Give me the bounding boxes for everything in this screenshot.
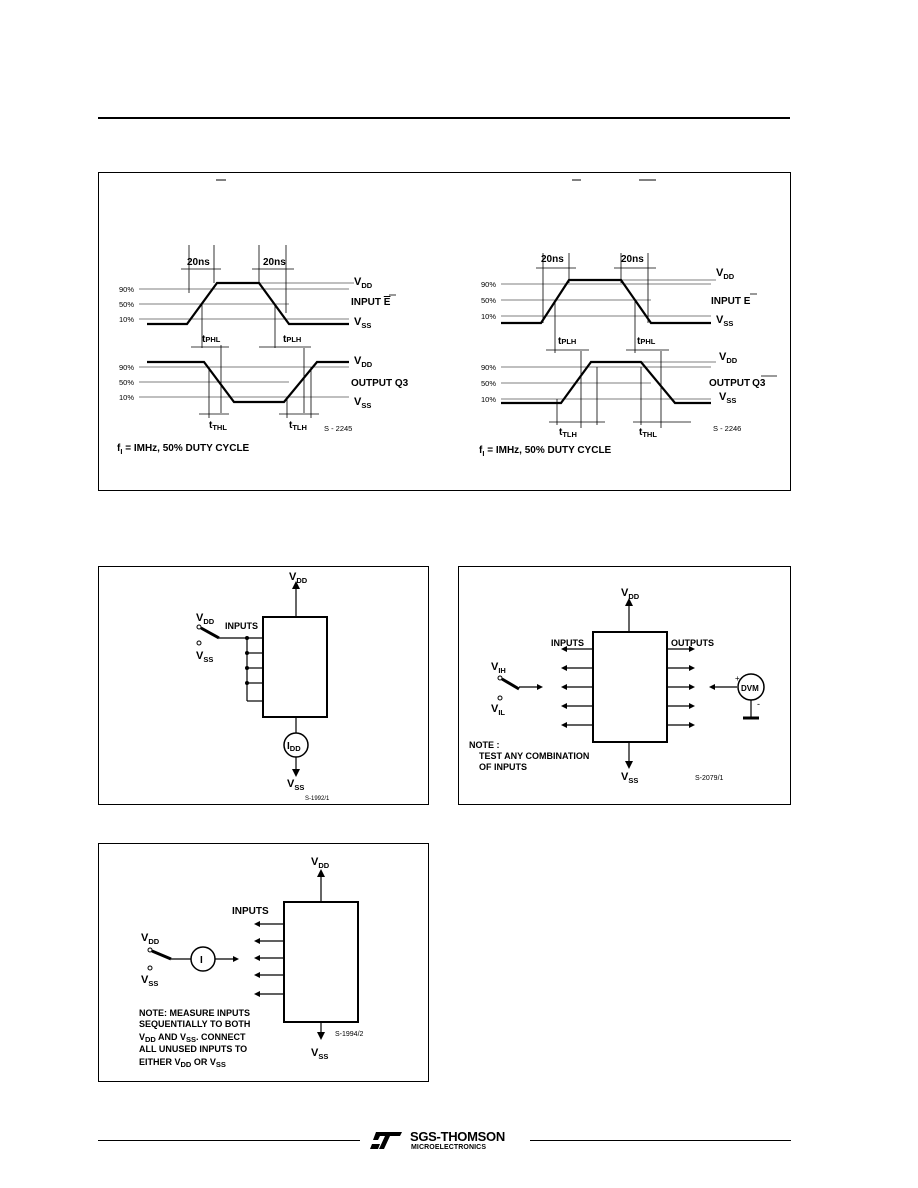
idd-circuit-panel: VDD VDD VSS INPUTS IDD VSS S-1992/1 (98, 566, 429, 805)
right-tthl: tTHL (639, 427, 657, 439)
footer-rule-right (530, 1140, 791, 1141)
right-vdd-top: VDD (716, 267, 735, 281)
right-vss-top: VSS (716, 314, 733, 328)
iin-sw-vdd: VDD (141, 932, 160, 946)
brand-subtitle: MICROELECTRONICS (411, 1144, 487, 1151)
right-vss-bot: VSS (719, 391, 736, 405)
left-out-10: 10% (119, 393, 134, 402)
iin-note-3: VDD AND VSS. CONNECT (139, 1032, 246, 1044)
vil-label: VIL (491, 703, 505, 717)
vih-circuit: VDD INPUTS OUTPUTS VIH VIL DVM + - VSS N… (469, 587, 765, 785)
iin-meter: I (200, 955, 203, 966)
left-in-10: 10% (119, 315, 134, 324)
left-tthl: tTHL (209, 420, 227, 432)
iin-circuit: VDD INPUTS VDD VSS I VSS S-1994/2 NOTE: … (139, 856, 364, 1069)
idd-meter: IDD (287, 741, 301, 753)
vih-note-2: TEST ANY COMBINATION (479, 751, 589, 761)
right-20ns-rise: 20ns (541, 254, 564, 265)
iin-meter-icon (190, 946, 216, 972)
left-20ns-rise: 20ns (187, 257, 210, 268)
iin-vss: VSS (311, 1047, 328, 1061)
vih-inputs-label: INPUTS (551, 638, 584, 648)
left-input-label: INPUT E (351, 297, 391, 308)
right-waveform: 20ns 20ns 90% 50% 10% VDD INPUT E VSS tP… (479, 253, 777, 458)
iin-code: S-1994/2 (335, 1031, 364, 1038)
left-code: S - 2245 (324, 424, 352, 433)
right-in-10: 10% (481, 312, 496, 321)
right-freq: fI = IMHz, 50% DUTY CYCLE (479, 445, 612, 458)
vih-code: S-2079/1 (695, 775, 724, 782)
left-output-label: OUTPUT Q3 (351, 378, 409, 389)
vih-outputs-label: OUTPUTS (671, 638, 714, 648)
right-code: S - 2246 (713, 424, 741, 433)
left-vdd-bot: VDD (354, 355, 373, 369)
brand-name: SGS-THOMSON (410, 1129, 505, 1144)
iin-note-5: EITHER VDD OR VSS (139, 1057, 226, 1069)
idd-sw-vss: VSS (196, 650, 213, 664)
st-logo (370, 1130, 404, 1150)
idd-inputs-label: INPUTS (225, 621, 258, 631)
right-tplh: tPLH (558, 336, 576, 347)
vih-circuit-panel: VDD INPUTS OUTPUTS VIH VIL DVM + - VSS N… (458, 566, 791, 805)
left-vss-bot: VSS (354, 396, 371, 410)
left-waveform: 20ns 20ns 90% 50% 10% VDD INPUT E VSS tP… (117, 245, 409, 456)
dvm-minus: - (757, 699, 760, 709)
waveform-panel: 20ns 20ns 90% 50% 10% VDD INPUT E VSS tP… (98, 172, 791, 491)
right-vdd-bot: VDD (719, 351, 738, 365)
idd-sw-vdd: VDD (196, 612, 215, 626)
left-in-50: 50% (119, 300, 134, 309)
right-out-50: 50% (481, 379, 496, 388)
right-out-10: 10% (481, 395, 496, 404)
left-vss-top: VSS (354, 316, 371, 330)
left-tphl: tPHL (202, 334, 221, 345)
right-20ns-fall: 20ns (621, 254, 644, 265)
iin-circuit-panel: VDD INPUTS VDD VSS I VSS S-1994/2 NOTE: … (98, 843, 429, 1082)
vih-label: VIH (491, 661, 506, 675)
iin-note-1: NOTE: MEASURE INPUTS (139, 1008, 250, 1018)
right-ttlh: tTLH (559, 427, 577, 439)
left-out-90: 90% (119, 363, 134, 372)
right-input-label: INPUT E (711, 296, 751, 307)
idd-vss: VSS (287, 778, 304, 792)
right-out-90: 90% (481, 363, 496, 372)
right-in-90: 90% (481, 280, 496, 289)
iin-note-4: ALL UNUSED INPUTS TO (139, 1044, 247, 1054)
left-20ns-fall: 20ns (263, 257, 286, 268)
left-freq: fI = IMHz, 50% DUTY CYCLE (117, 443, 250, 456)
left-ttlh: tTLH (289, 420, 307, 432)
left-in-90: 90% (119, 285, 134, 294)
dvm-plus: + (735, 674, 740, 683)
idd-circuit: VDD VDD VSS INPUTS IDD VSS S-1992/1 (196, 571, 330, 802)
left-vdd-top: VDD (354, 276, 373, 290)
header-rule (98, 117, 790, 119)
idd-vdd: VDD (289, 571, 308, 585)
footer-rule-left (98, 1140, 360, 1141)
vih-note-1: NOTE : (469, 740, 500, 750)
right-in-50: 50% (481, 296, 496, 305)
vih-vdd: VDD (621, 587, 640, 601)
right-tphl: tPHL (637, 336, 656, 347)
left-tplh: tPLH (283, 334, 301, 345)
idd-code: S-1992/1 (305, 796, 330, 802)
iin-note-2: SEQUENTIALLY TO BOTH (139, 1019, 250, 1029)
waveform-diagrams: 20ns 20ns 90% 50% 10% VDD INPUT E VSS tP… (117, 179, 777, 458)
iin-vdd: VDD (311, 856, 330, 870)
iin-inputs-label: INPUTS (232, 906, 269, 917)
vih-vss: VSS (621, 771, 638, 785)
iin-sw-vss: VSS (141, 974, 158, 988)
left-out-50: 50% (119, 378, 134, 387)
vih-note-3: OF INPUTS (479, 762, 527, 772)
dvm-label: DVM (741, 684, 759, 693)
